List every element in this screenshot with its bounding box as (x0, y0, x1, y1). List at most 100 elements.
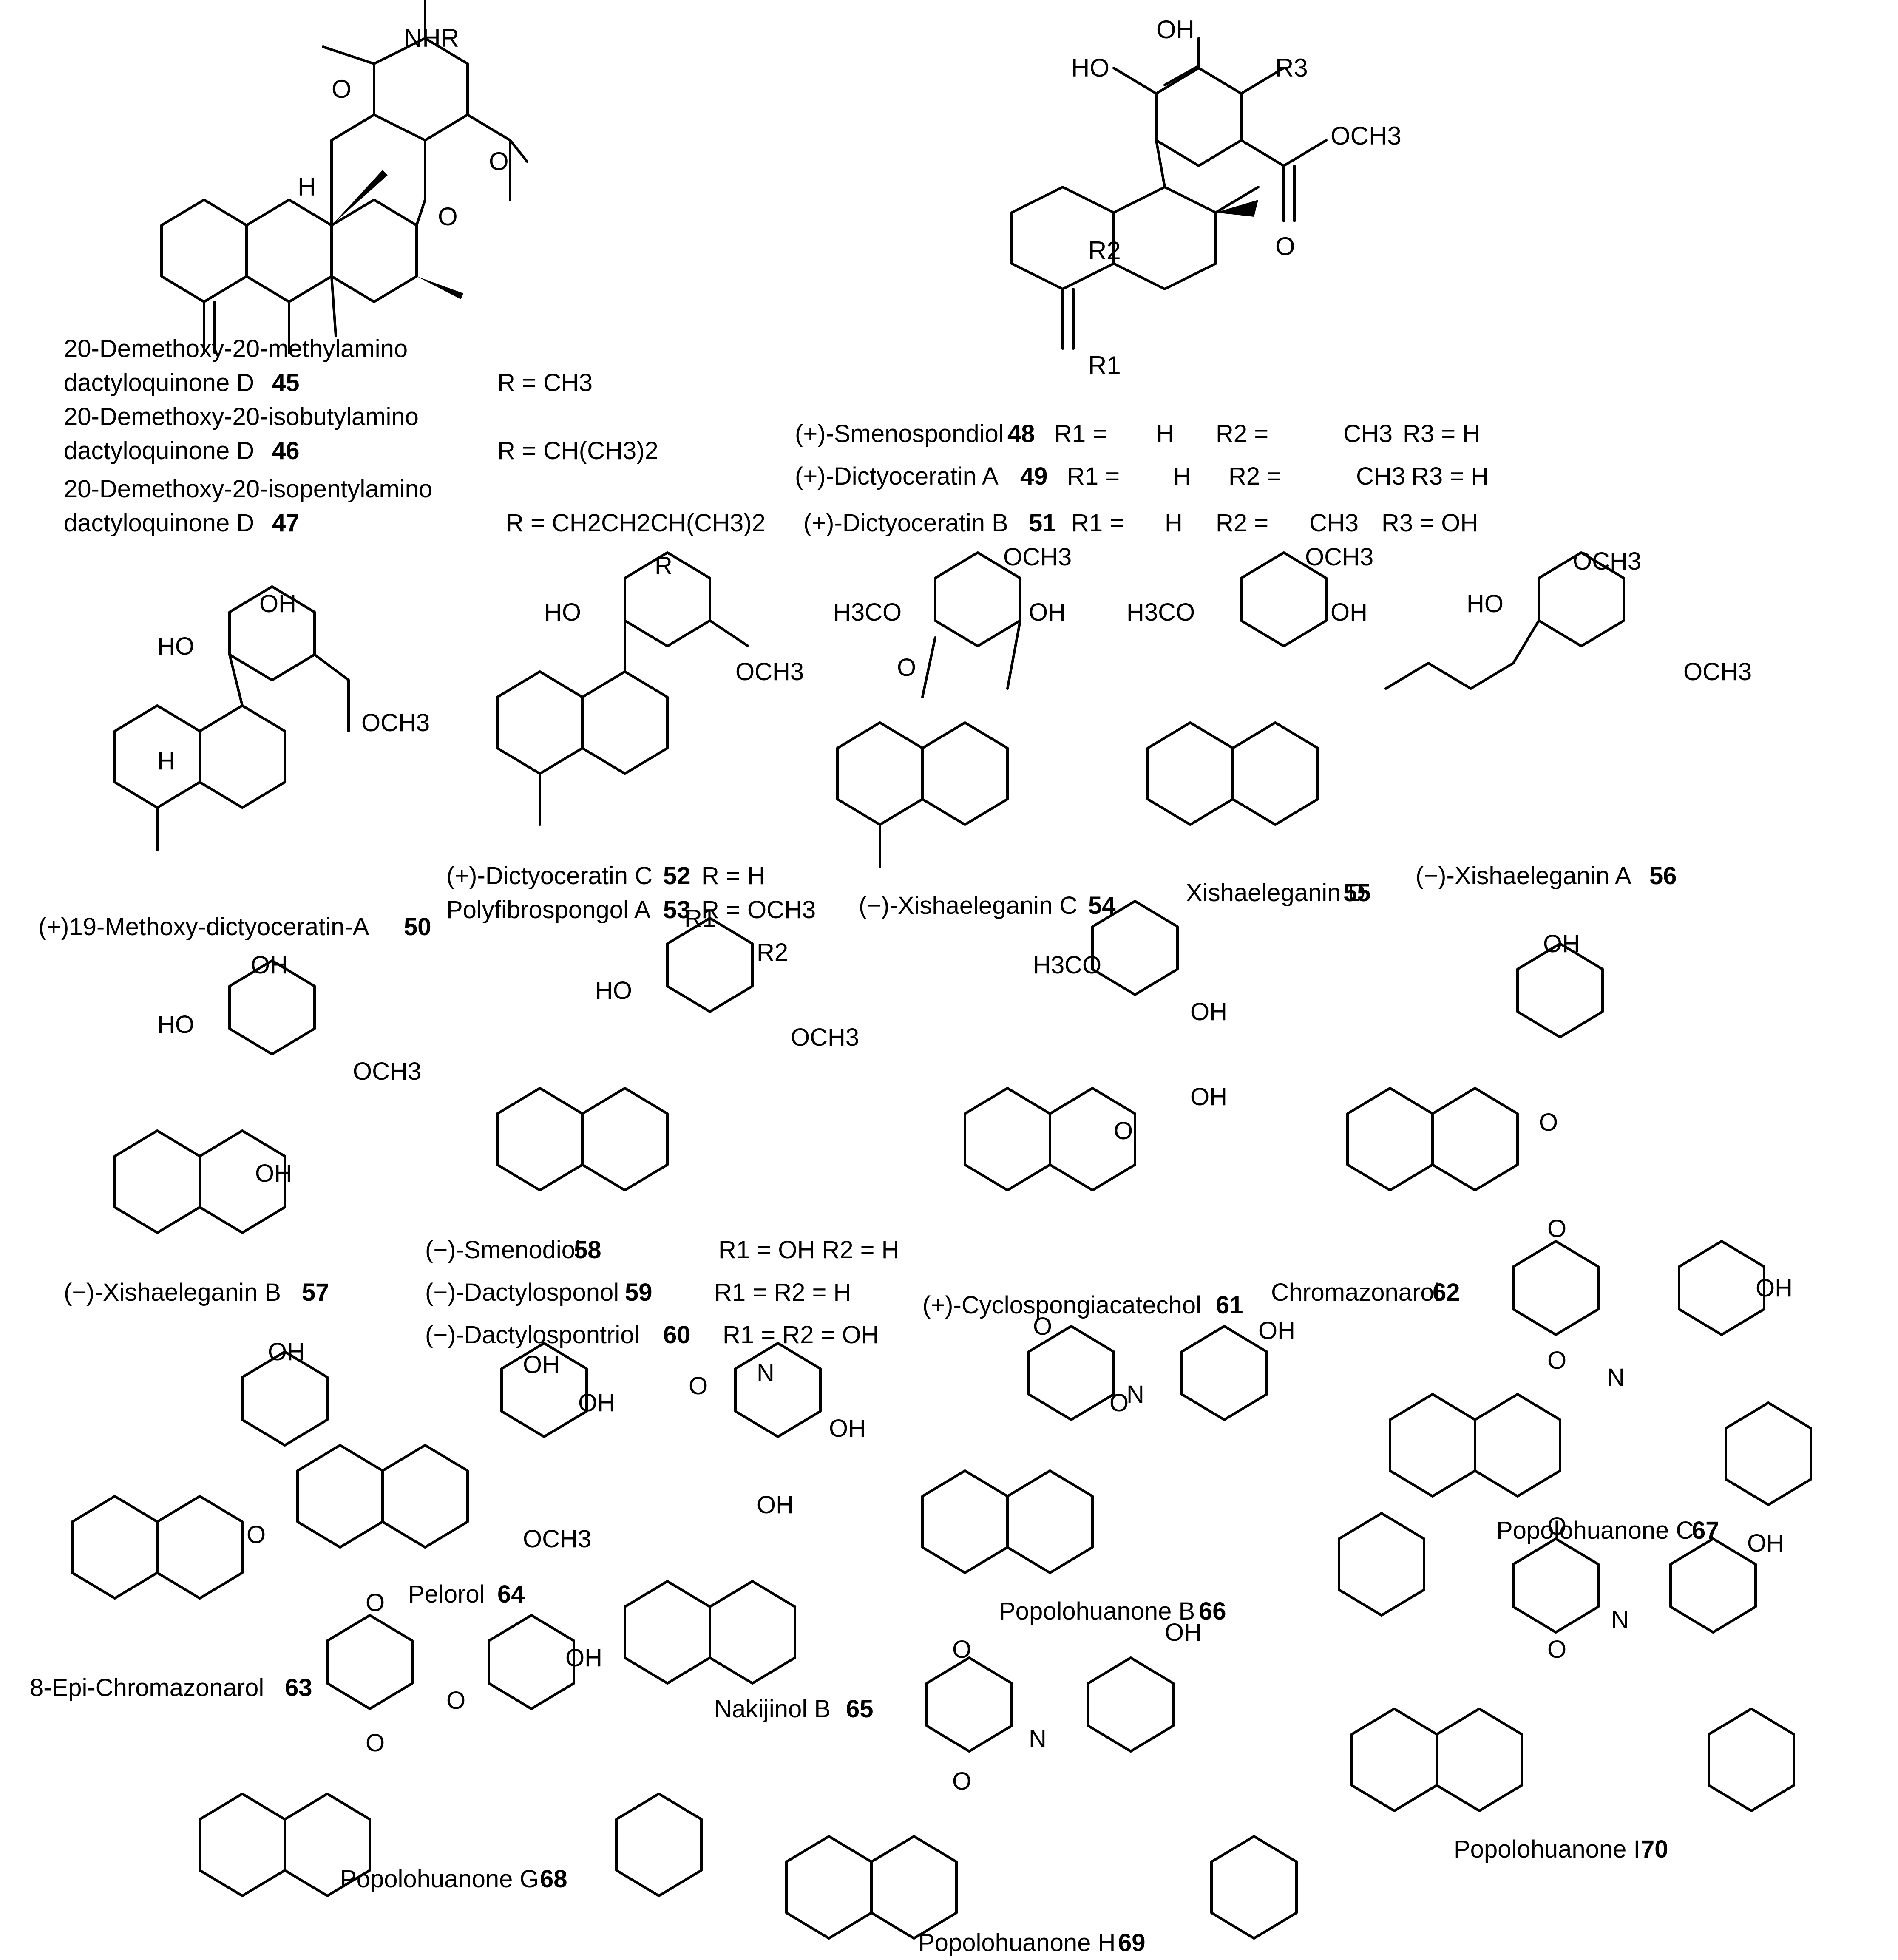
compound-52-number: 52 (663, 862, 691, 890)
compound-46-number: 46 (272, 437, 300, 465)
compound-64-number: 64 (497, 1580, 525, 1608)
atom-oh: OH (1756, 1274, 1793, 1302)
atom-oh: OH (251, 951, 288, 979)
atom-o: O (897, 654, 916, 681)
compound-56-name: (−)-Xishaeleganin A (1416, 862, 1631, 890)
compound-46-subst: R = CH(CH3)2 (497, 437, 658, 465)
compound-47-number: 47 (272, 509, 300, 537)
atom-h3co: H3CO (1033, 951, 1101, 979)
atom-ho: HO (1467, 590, 1504, 618)
atom-och3: OCH3 (353, 1058, 421, 1085)
atom-och3: OCH3 (735, 658, 804, 686)
atom-h3co: H3CO (833, 598, 902, 626)
compound-51-name: (+)-Dictyoceratin B (803, 509, 1008, 537)
atom-och3: OCH3 (1331, 122, 1402, 150)
atom-o: O (438, 202, 458, 231)
compound-67-name: Popolohuanone C (1496, 1517, 1694, 1544)
compound-53-name: Polyfibrospongol A (446, 896, 651, 924)
compound-62-name: Chromazonarol (1271, 1279, 1440, 1306)
structure-55: H3CO OCH3 OH (1126, 543, 1373, 826)
compound-60-subst: R1 = R2 = OH (723, 1321, 879, 1349)
structure-50: OH HO OCH3 H (113, 585, 430, 851)
atom-h: H (298, 173, 316, 201)
compound-59-number: 59 (625, 1279, 653, 1306)
atom-oh: OH (1747, 1529, 1784, 1557)
atom-o: O (366, 1589, 385, 1617)
atom-o: O (1547, 1512, 1566, 1540)
structure-57: OH HO OCH3 OH (113, 951, 421, 1234)
atom-r1: R1 (684, 905, 716, 932)
compound-45-name2: dactyloquinone D (64, 369, 254, 397)
compound-49-r3: R3 = H (1411, 462, 1489, 490)
atom-ho: HO (1071, 54, 1109, 82)
atom-o: O (689, 1372, 708, 1400)
compound-48-r1v: H (1156, 420, 1174, 448)
atom-oh: OH (1190, 1083, 1227, 1111)
compound-58-subst: R1 = OH R2 = H (718, 1236, 899, 1264)
atom-och3: OCH3 (1305, 543, 1373, 571)
atom-oh: OH (1331, 598, 1367, 626)
compound-54-number: 54 (1088, 892, 1116, 919)
atom-oh: OH (1190, 998, 1227, 1026)
compound-51-r3: R3 = OH (1382, 509, 1478, 537)
compound-52-subst: R = H (701, 862, 765, 890)
compound-46-name2: dactyloquinone D (64, 437, 254, 465)
atom-oh: OH (1029, 598, 1066, 626)
structure-58-60: HO R1 R2 OCH3 (496, 905, 859, 1191)
atom-oh: OH (1543, 930, 1580, 958)
compound-50-name: (+)19-Methoxy-dictyoceratin-A (38, 913, 369, 941)
compound-50-number: 50 (404, 913, 431, 941)
compound-51-r2: R2 = (1216, 509, 1268, 537)
compound-55-name: Xishaeleganin D (1186, 879, 1365, 907)
atom-o: O (1275, 232, 1295, 261)
compound-69-name: Popolohuanone H (918, 1929, 1115, 1957)
compound-47-name: 20-Demethoxy-20-isopentylamino (64, 475, 432, 503)
structure-70: O O OH N (1350, 1512, 1795, 1812)
atom-oh: OH (259, 590, 296, 618)
atom-oh: OH (1156, 15, 1194, 44)
structure-69: O O OH N (785, 1619, 1298, 1940)
compound-48-number: 48 (1007, 420, 1035, 448)
structure-64: OH OH OCH3 (296, 1342, 615, 1553)
atom-n: N (757, 1359, 775, 1387)
structure-56: HO OCH3 OCH3 (1384, 547, 1752, 690)
structure-48-49-51: OH HO R3 OCH3 O R2 R1 (1010, 15, 1402, 380)
compound-63-name: 8-Epi-Chromazonarol (30, 1674, 264, 1702)
atom-o: O (446, 1687, 465, 1714)
compound-49-number: 49 (1020, 462, 1048, 490)
compound-48-r3: R3 = H (1403, 420, 1480, 448)
atom-r1: R1 (1088, 351, 1121, 380)
structure-62: OH O (1346, 930, 1604, 1191)
labels: 20-Demethoxy-20-methylamino dactyloquino… (30, 335, 1719, 1957)
atom-oh: OH (565, 1644, 602, 1672)
compound-69-number: 69 (1118, 1929, 1146, 1957)
atom-n: N (1126, 1381, 1144, 1408)
structure-68: O O O OH (199, 1589, 703, 1897)
atom-oh: OH (757, 1491, 794, 1519)
atom-och3: OCH3 (523, 1525, 591, 1553)
atom-o: O (1114, 1117, 1133, 1145)
compound-54-name: (−)-Xishaeleganin C (859, 892, 1077, 919)
atom-o: O (952, 1767, 971, 1795)
compound-52-name: (+)-Dictyoceratin C (446, 862, 653, 890)
atom-r2: R2 (1088, 236, 1121, 265)
atom-ho: HO (544, 598, 581, 626)
atom-o: O (1547, 1636, 1566, 1663)
compound-47-name2: dactyloquinone D (64, 509, 254, 537)
compound-66-name: Popolohuanone B (999, 1597, 1195, 1625)
atom-oh: OH (1165, 1619, 1202, 1646)
atom-n: N (1611, 1606, 1629, 1634)
compound-49-r1v: H (1173, 462, 1191, 490)
compound-49-name: (+)-Dictyoceratin A (795, 462, 999, 490)
structure-52-53: HO R OCH3 (496, 551, 804, 826)
compound-51-r1v: H (1165, 509, 1183, 537)
compound-53-subst: R = OCH3 (701, 896, 816, 924)
structure-66: O O OH N (921, 1313, 1425, 1617)
compound-56-number: 56 (1649, 862, 1677, 890)
compound-60-number: 60 (663, 1321, 691, 1349)
compound-51-number: 51 (1029, 509, 1056, 537)
compound-48-name: (+)-Smenospondiol (795, 420, 1004, 448)
compound-70-number: 70 (1641, 1835, 1668, 1863)
compound-57-number: 57 (302, 1279, 329, 1306)
